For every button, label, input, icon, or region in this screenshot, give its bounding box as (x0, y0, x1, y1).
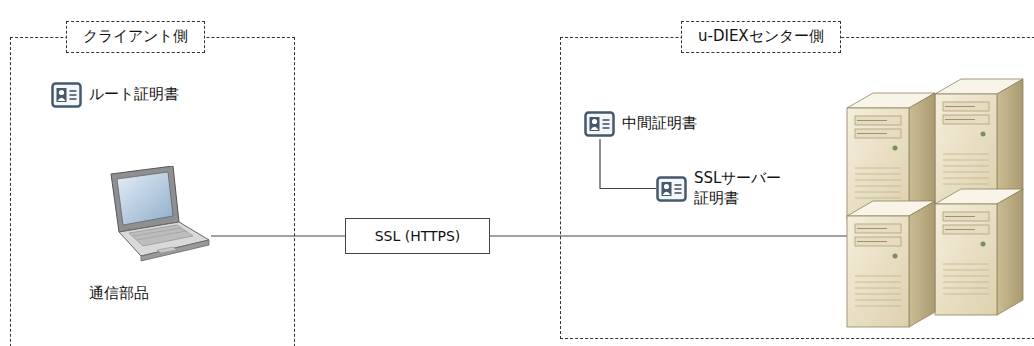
region-heading: クライアント側 (66, 21, 205, 53)
connector-line (211, 235, 345, 236)
laptop-client: 通信部品 (81, 166, 211, 301)
node-label: SSL (HTTPS) (375, 227, 461, 245)
server-tower (847, 201, 935, 327)
node-label: 中間証明書 (622, 114, 697, 134)
node-label: ルート証明書 (89, 85, 179, 105)
certificate-icon (51, 82, 82, 108)
certificate-icon (656, 176, 687, 202)
server-tower (935, 189, 1023, 315)
certificate-item: ルート証明書 (51, 82, 179, 108)
server-tower (847, 93, 935, 219)
server-tower (935, 79, 1023, 205)
node-label: 通信部品 (81, 284, 211, 304)
network-wire (560, 235, 872, 236)
laptop-icon (81, 166, 211, 262)
certificate-item: SSLサーバー 証明書 (656, 169, 781, 208)
certificate-item: 中間証明書 (584, 111, 697, 137)
connector-line (600, 139, 656, 189)
protocol-box: SSL (HTTPS) (345, 218, 490, 254)
certificate-icon (584, 111, 615, 137)
client-region: クライアント側ルート証明書通信部品 (10, 37, 295, 346)
region-heading: u-DIEXセンター側 (681, 21, 841, 53)
node-label: SSLサーバー 証明書 (694, 169, 781, 208)
server-region: u-DIEXセンター側中間証明書SSLサーバー 証明書 (560, 37, 1034, 339)
connector-line (490, 235, 560, 236)
